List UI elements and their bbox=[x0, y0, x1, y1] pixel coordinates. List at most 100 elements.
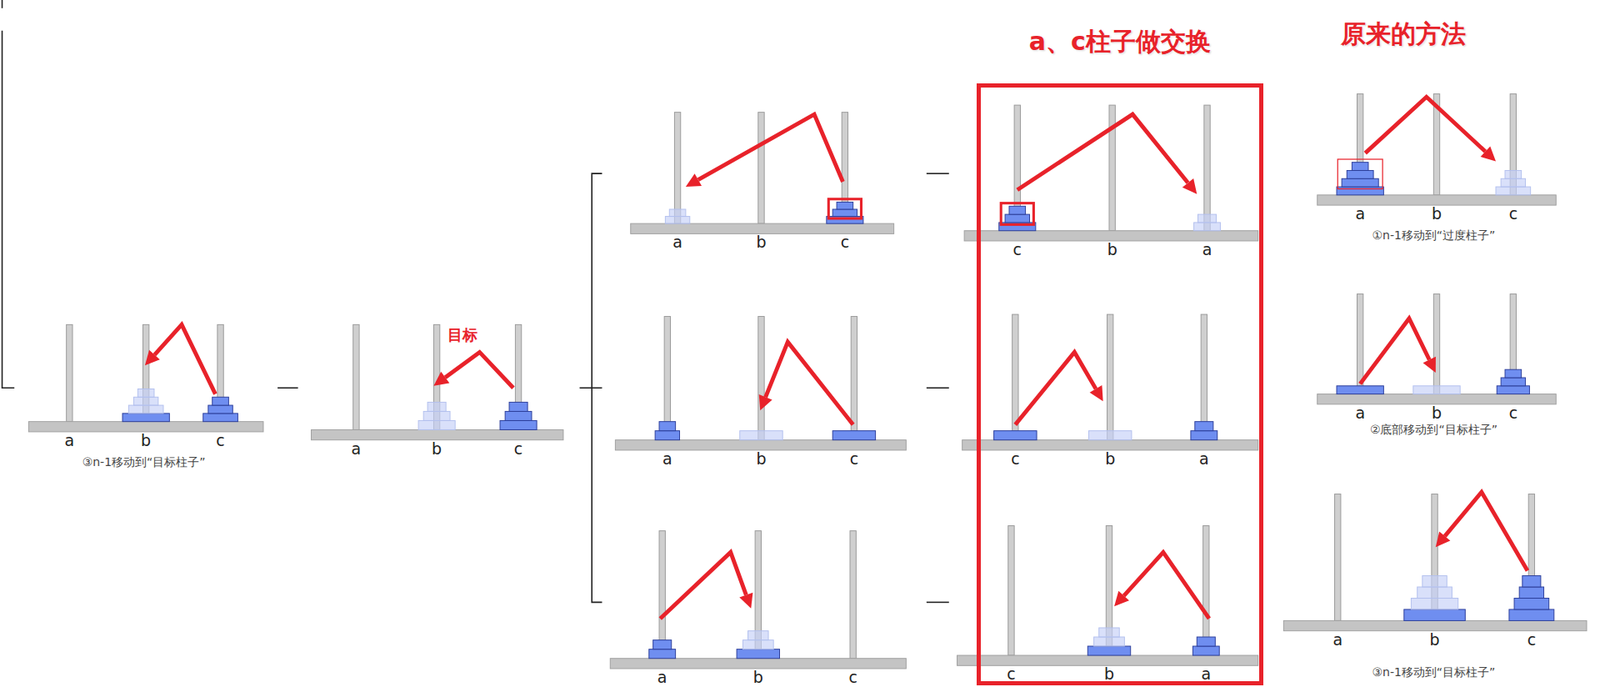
ghost-disk bbox=[740, 430, 783, 440]
target-label: 目标 bbox=[447, 326, 478, 345]
peg-label: a bbox=[1332, 630, 1343, 650]
disk bbox=[212, 396, 230, 405]
base-plate bbox=[630, 223, 895, 234]
bracket-line bbox=[926, 601, 950, 604]
peg-rod bbox=[1203, 525, 1210, 655]
bracket-line bbox=[580, 386, 603, 389]
peg-label: c bbox=[850, 450, 859, 469]
bracket-line bbox=[2, 30, 15, 389]
base-plate bbox=[615, 440, 906, 450]
peg-label: c bbox=[848, 668, 857, 687]
bracket-line bbox=[926, 172, 950, 175]
move-arrow bbox=[154, 324, 215, 394]
disk bbox=[509, 401, 528, 411]
peg-label: b bbox=[1105, 450, 1115, 469]
ghost-disk bbox=[1413, 385, 1460, 395]
ghost-disk bbox=[418, 420, 455, 430]
arrow-head bbox=[759, 394, 773, 410]
disk bbox=[1404, 609, 1465, 620]
hanoi-panel bbox=[610, 530, 906, 669]
move-arrow bbox=[1445, 491, 1528, 570]
move-arrow bbox=[660, 551, 746, 619]
peg-rod bbox=[353, 324, 360, 430]
ghost-disk bbox=[1099, 627, 1120, 637]
arrow-head bbox=[1480, 146, 1496, 162]
ghost-disk bbox=[133, 396, 158, 405]
hanoi-panel bbox=[964, 105, 1259, 241]
peg-label: a bbox=[64, 431, 75, 450]
disk bbox=[832, 209, 857, 217]
disk bbox=[122, 413, 170, 422]
peg-label: b bbox=[753, 668, 764, 687]
arrow-head bbox=[1090, 385, 1104, 401]
bracket-line bbox=[591, 173, 602, 602]
peg-rod bbox=[659, 530, 665, 659]
arrow-head bbox=[685, 173, 702, 187]
disk bbox=[1509, 609, 1555, 620]
peg-label: c bbox=[514, 440, 523, 459]
disk bbox=[1346, 170, 1374, 179]
peg-rod bbox=[1107, 314, 1114, 440]
hanoi-panel bbox=[957, 525, 1259, 666]
disk bbox=[1190, 430, 1218, 440]
peg-label: c bbox=[1010, 450, 1020, 469]
box-heading: a、c柱子做交换 bbox=[1029, 25, 1211, 60]
base-plate bbox=[1317, 195, 1557, 205]
peg-rod bbox=[1335, 494, 1341, 621]
disk bbox=[1519, 586, 1544, 598]
ghost-disk bbox=[1500, 178, 1525, 187]
disk bbox=[500, 420, 537, 430]
peg-label: c bbox=[215, 431, 225, 450]
arrow-head bbox=[145, 350, 160, 365]
disk bbox=[832, 430, 875, 440]
base-plate bbox=[311, 429, 564, 440]
peg-label: a bbox=[672, 233, 683, 252]
peg-label: c bbox=[1509, 404, 1518, 423]
ghost-disk bbox=[1417, 586, 1453, 598]
disk bbox=[1505, 369, 1522, 378]
ghost-disk bbox=[1505, 170, 1522, 179]
disk bbox=[659, 421, 676, 431]
base-plate bbox=[28, 421, 264, 432]
ghost-disk bbox=[1495, 186, 1531, 195]
disk bbox=[1522, 575, 1541, 587]
disk bbox=[1336, 385, 1384, 395]
peg-label: a bbox=[1199, 450, 1210, 469]
disk bbox=[1514, 597, 1550, 609]
step-caption: ②底部移动到“目标柱子” bbox=[1370, 422, 1498, 436]
ghost-disk bbox=[1410, 597, 1458, 609]
step-caption: ③n-1移动到“目标柱子” bbox=[1371, 665, 1495, 679]
move-arrow bbox=[445, 351, 514, 388]
move-arrow bbox=[1015, 351, 1096, 425]
ghost-disk bbox=[748, 630, 769, 640]
bracket-line bbox=[277, 386, 298, 389]
base-plate bbox=[1317, 394, 1557, 405]
disk bbox=[653, 640, 672, 650]
arrow-head bbox=[739, 592, 753, 609]
peg-label: b bbox=[140, 431, 151, 450]
peg-label: c bbox=[1509, 205, 1518, 224]
ghost-disk bbox=[669, 209, 686, 217]
disk bbox=[836, 201, 854, 210]
move-arrow bbox=[765, 341, 854, 425]
disk bbox=[1005, 214, 1030, 223]
peg-label: a bbox=[1355, 205, 1365, 224]
move-arrow bbox=[1365, 96, 1485, 153]
move-arrow bbox=[1360, 318, 1430, 384]
ghost-disk bbox=[1198, 214, 1217, 223]
hanoi-panel bbox=[28, 324, 264, 432]
ghost-disk bbox=[1094, 636, 1125, 646]
disk bbox=[1196, 636, 1215, 646]
peg-label: b bbox=[1431, 404, 1442, 423]
peg-label: b bbox=[431, 440, 442, 459]
ghost-disk bbox=[742, 640, 774, 650]
disk bbox=[203, 413, 239, 422]
ghost-disk bbox=[423, 410, 450, 420]
disk bbox=[994, 430, 1037, 440]
swap-group-box: a、c柱子做交换 bbox=[976, 83, 1264, 685]
peg-label: c bbox=[1013, 240, 1022, 260]
peg-rod bbox=[674, 112, 680, 224]
base-plate bbox=[957, 655, 1259, 665]
peg-label: a bbox=[351, 440, 362, 459]
